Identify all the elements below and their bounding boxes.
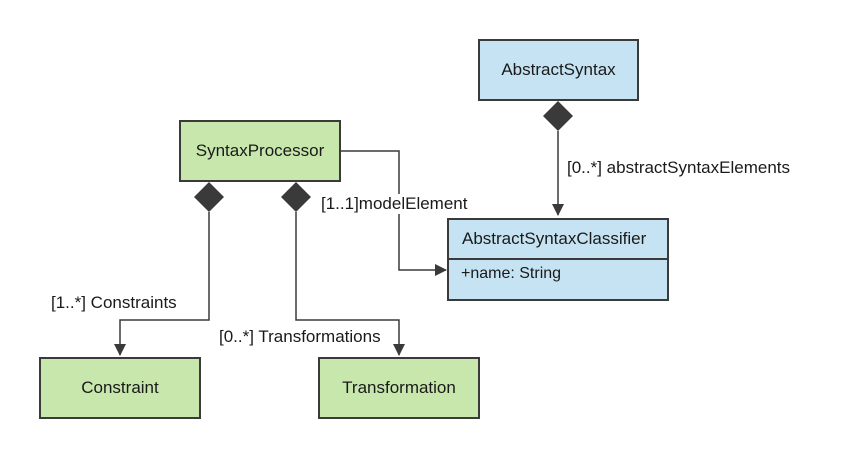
node-abstract-syntax-classifier[interactable]: AbstractSyntaxClassifier +name: String <box>447 218 669 301</box>
node-syntax-processor[interactable]: SyntaxProcessor <box>179 120 341 182</box>
node-syntax-processor-label: SyntaxProcessor <box>195 141 325 160</box>
composition-diamond-icon <box>194 182 224 212</box>
edge-label-model-element: [1..1]modelElement <box>321 194 468 214</box>
class-attribute: +name: String <box>461 265 562 282</box>
node-constraint[interactable]: Constraint <box>39 357 201 419</box>
edge-label-constraints: [1..*] Constraints <box>51 293 177 313</box>
composition-diamond-icon <box>543 101 573 131</box>
node-abstract-syntax[interactable]: AbstractSyntax <box>478 39 639 101</box>
node-transformation-label: Transformation <box>342 378 456 397</box>
class-name: AbstractSyntaxClassifier <box>449 220 667 260</box>
edge-label-abstract-syntax-elements: [0..*] abstractSyntaxElements <box>567 158 790 178</box>
edge-transformations <box>281 182 405 356</box>
composition-diamond-icon <box>281 182 311 212</box>
edge-constraints <box>114 182 224 356</box>
node-transformation[interactable]: Transformation <box>318 357 480 419</box>
node-abstract-syntax-label: AbstractSyntax <box>501 60 616 79</box>
edge-abstract-syntax-elements <box>543 101 573 216</box>
edge-label-transformations: [0..*] Transformations <box>219 327 381 347</box>
node-constraint-label: Constraint <box>81 378 159 397</box>
